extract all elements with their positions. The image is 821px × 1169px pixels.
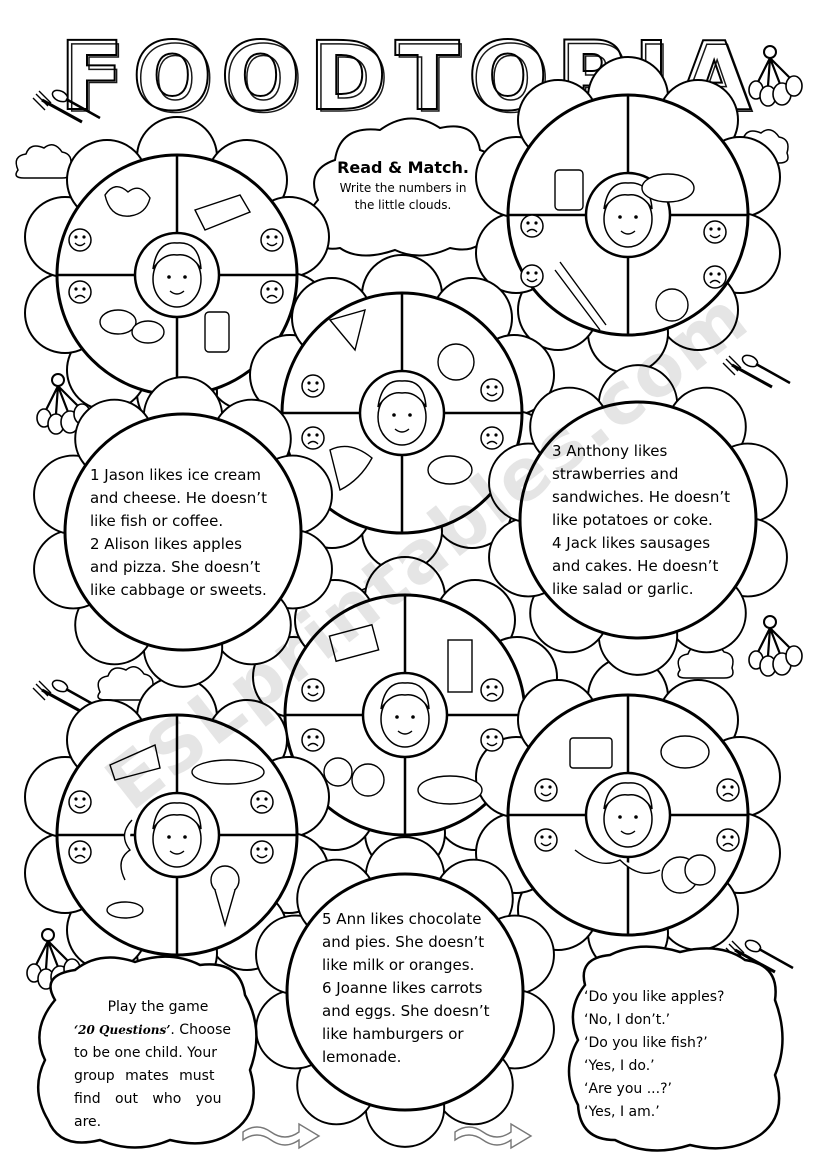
- clue-line: and pizza. She doesn’t: [90, 558, 261, 576]
- clue-line: sandwiches. He doesn’t: [552, 488, 730, 506]
- game-line-1: Play the game: [107, 999, 209, 1015]
- smiley-sad-icon[interactable]: [68, 840, 92, 864]
- smiley-sad-icon[interactable]: [716, 778, 740, 802]
- smiley-sad-icon[interactable]: [250, 790, 274, 814]
- clue-line: and cakes. He doesn’t: [552, 557, 719, 575]
- clue-line: strawberries and: [552, 465, 679, 483]
- clue-flower-c: [255, 836, 555, 1148]
- clue-text-b: 3 Anthony likes strawberries and sandwic…: [552, 440, 752, 601]
- dialogue-text: ‘Do you like apples? ‘No, I don’t.’ ‘Do …: [584, 986, 766, 1124]
- clue-line: like milk or oranges.: [322, 956, 475, 974]
- smiley-happy-icon[interactable]: [520, 264, 544, 288]
- clue-line: 3 Anthony likes: [552, 442, 668, 460]
- smiley-happy-icon[interactable]: [703, 220, 727, 244]
- clue-line: and cheese. He doesn’t: [90, 489, 267, 507]
- arrow-right-icon: [454, 1123, 532, 1149]
- clue-line: like cabbage or sweets.: [90, 581, 267, 599]
- smiley-sad-icon[interactable]: [301, 728, 325, 752]
- smiley-sad-icon[interactable]: [480, 678, 504, 702]
- smiley-happy-icon[interactable]: [68, 790, 92, 814]
- game-name: ‘20 Questions’: [74, 1023, 171, 1037]
- clue-text-a: 1 Jason likes ice cream and cheese. He d…: [90, 464, 290, 602]
- instructions-heading-suffix: .: [462, 158, 469, 177]
- dialogue-line: ‘Do you like apples?: [584, 989, 725, 1005]
- smiley-sad-icon[interactable]: [260, 280, 284, 304]
- smiley-sad-icon[interactable]: [520, 214, 544, 238]
- instructions-line-1: Write the numbers in: [339, 181, 467, 195]
- food-illustrations: [99, 169, 716, 928]
- game-text: Play the game ‘20 Questions’. Choose to …: [74, 996, 242, 1134]
- smiley-happy-icon[interactable]: [534, 778, 558, 802]
- dialogue-line: ‘No, I don’t.’: [584, 1012, 671, 1028]
- clue-line: like potatoes or coke.: [552, 511, 713, 529]
- instructions: Read & Match. Write the numbers in the l…: [318, 156, 488, 214]
- clue-line: and pies. She doesn’t: [322, 933, 485, 951]
- clue-line: 5 Ann likes chocolate: [322, 910, 482, 928]
- clue-flower-b: [488, 364, 788, 676]
- smiley-sad-icon[interactable]: [301, 426, 325, 450]
- game-line-4: group mates must: [74, 1068, 215, 1084]
- clue-line: 1 Jason likes ice cream: [90, 466, 262, 484]
- smiley-happy-icon[interactable]: [250, 840, 274, 864]
- smiley-happy-icon[interactable]: [68, 228, 92, 252]
- clue-line: 6 Joanne likes carrots: [322, 979, 483, 997]
- dialogue-line: ‘Yes, I do.’: [584, 1058, 655, 1074]
- clue-line: like salad or garlic.: [552, 580, 694, 598]
- clue-flower-a: [33, 376, 333, 688]
- game-line-3: to be one child. Your: [74, 1045, 217, 1061]
- game-line-2: . Choose: [170, 1022, 231, 1038]
- smiley-happy-icon[interactable]: [301, 374, 325, 398]
- clue-line: and eggs. She doesn’t: [322, 1002, 490, 1020]
- measuring-spoons-icon: [747, 614, 804, 678]
- dialogue-cloud: [567, 945, 784, 1152]
- dialogue-line: ‘Do you like fish?’: [584, 1035, 708, 1051]
- clue-line: 4 Jack likes sausages: [552, 534, 711, 552]
- smiley-happy-icon[interactable]: [260, 228, 284, 252]
- smiley-happy-icon[interactable]: [480, 378, 504, 402]
- smiley-sad-icon[interactable]: [716, 828, 740, 852]
- smiley-happy-icon[interactable]: [480, 728, 504, 752]
- game-line-6: are.: [74, 1114, 102, 1130]
- game-cloud: [36, 955, 258, 1149]
- clue-line: lemonade.: [322, 1048, 402, 1066]
- smiley-sad-icon[interactable]: [68, 280, 92, 304]
- dialogue-line: ‘Are you ...?’: [584, 1081, 672, 1097]
- arrow-right-icon: [242, 1123, 320, 1149]
- instructions-heading: Read & Match: [337, 158, 463, 177]
- clue-line: 2 Alison likes apples: [90, 535, 242, 553]
- cloud-icon[interactable]: [15, 144, 72, 179]
- clue-line: like fish or coffee.: [90, 512, 224, 530]
- dialogue-line: ‘Yes, I am.’: [584, 1104, 660, 1120]
- clue-text-c: 5 Ann likes chocolate and pies. She does…: [322, 908, 518, 1069]
- clue-line: like hamburgers or: [322, 1025, 464, 1043]
- game-line-5: find out who you: [74, 1091, 222, 1107]
- instructions-line-2: the little clouds.: [354, 198, 452, 212]
- smiley-happy-icon[interactable]: [534, 828, 558, 852]
